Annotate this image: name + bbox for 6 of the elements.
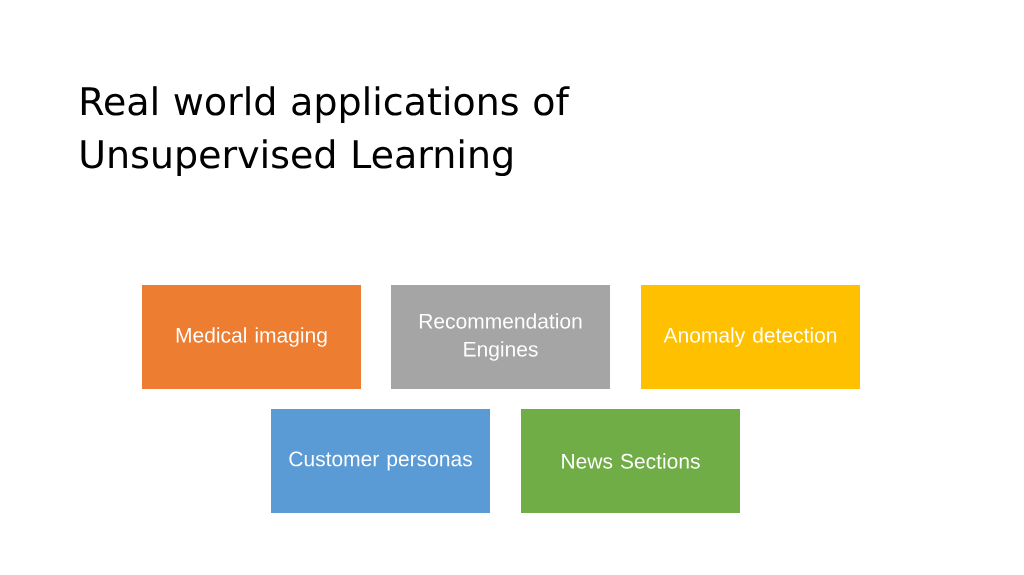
process-box: Anomaly detection bbox=[641, 285, 860, 389]
title: Real world applications of Unsupervised Learning bbox=[81, 86, 570, 176]
process-box: Customer personas bbox=[271, 409, 490, 513]
process-box: News Sections bbox=[521, 409, 740, 513]
process-box: Recommendation Engines bbox=[391, 285, 610, 389]
process-box: Medical imaging bbox=[142, 285, 361, 389]
